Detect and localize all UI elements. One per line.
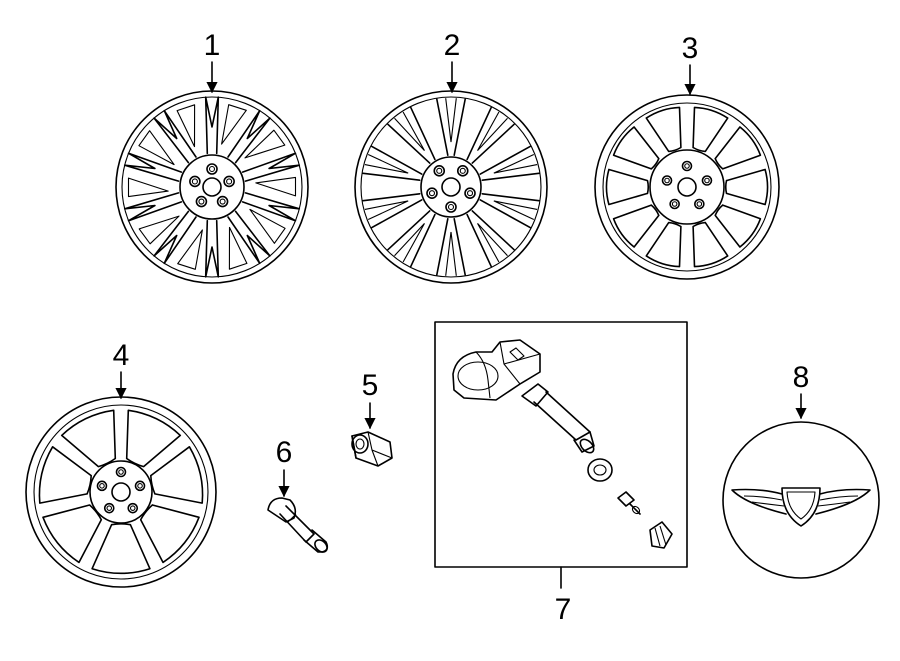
callout-1: 1 (204, 29, 221, 62)
part-7[interactable]: 7 (434, 321, 688, 626)
part-6[interactable]: 6 (267, 436, 329, 554)
tpms-sensor-kit-icon (452, 339, 673, 549)
callout-7: 7 (555, 593, 572, 626)
part-8[interactable]: 8 (722, 361, 880, 579)
part-2[interactable]: 2 (354, 29, 548, 284)
sensor-valve-stem-icon (521, 383, 595, 454)
lug-nut-icon (351, 431, 393, 467)
callout-3: 3 (682, 32, 699, 65)
part-5[interactable]: 5 (351, 369, 393, 467)
part-1[interactable]: 1 (115, 29, 309, 284)
callout-5: 5 (362, 369, 379, 402)
kit-box (434, 321, 688, 568)
callout-4: 4 (113, 339, 130, 372)
valve-core-icon (617, 491, 641, 515)
center-cap-emblem-icon (722, 421, 880, 579)
seven-spoke-wheel-icon (25, 396, 217, 588)
split-spoke-wheel-icon (354, 90, 548, 284)
callout-8: 8 (793, 361, 810, 394)
tpms-sensor-icon (452, 339, 541, 401)
ten-spoke-wheel-icon (594, 94, 780, 280)
valve-stem-icon (267, 497, 329, 553)
part-4[interactable]: 4 (25, 339, 217, 588)
callout-2: 2 (444, 29, 461, 62)
valve-cap-icon (649, 521, 673, 549)
part-3[interactable]: 3 (594, 32, 780, 280)
callout-6: 6 (276, 436, 293, 469)
washer-icon (587, 458, 613, 482)
multi-spoke-wheel-icon (115, 90, 309, 284)
